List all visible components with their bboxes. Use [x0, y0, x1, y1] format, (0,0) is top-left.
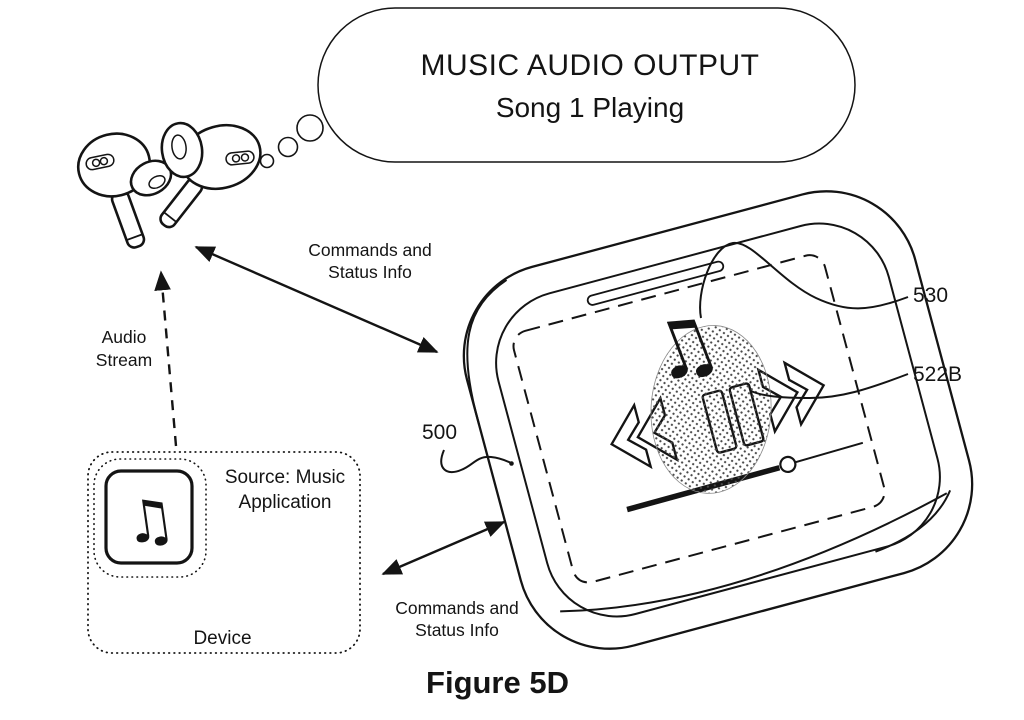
- speech-bubble-outline: [317, 7, 856, 163]
- earbuds-case-label-line-2: Status Info: [328, 262, 412, 282]
- earbuds-case-arrow: [194, 245, 439, 354]
- leader-500: [440, 449, 512, 474]
- earbud-right: [159, 121, 262, 229]
- case-lid-seam: [560, 492, 948, 613]
- earbud-right-opening: [171, 134, 187, 160]
- thought-dot-small: [259, 153, 275, 169]
- audio-stream-label-line-1: Audio: [101, 327, 147, 347]
- reference-numeral-530: 530: [913, 284, 949, 307]
- leader-500-dot: [509, 461, 514, 466]
- bubble-line-2: Song 1 Playing: [495, 92, 685, 123]
- case-front-face: [495, 222, 941, 618]
- speech-bubble: [259, 7, 856, 169]
- forward-chevron-2: [782, 360, 826, 428]
- source-label-line-2: Application: [238, 492, 332, 513]
- device-label: Device: [193, 628, 252, 649]
- earbuds-case-label-line-1: Commands and: [308, 240, 432, 260]
- source-label-line-1: Source: Music: [224, 467, 346, 488]
- device-case-label-line-1: Commands and: [395, 598, 519, 618]
- device-case-label-line-2: Status Info: [415, 620, 499, 640]
- device-box: ♫: [87, 451, 361, 654]
- earbud-left-stem-cut: [126, 233, 143, 241]
- earbud-left-vent-hole-2: [99, 156, 109, 166]
- earbud-right-vent-hole-2: [240, 153, 250, 162]
- earbud-left: [76, 132, 173, 249]
- connection-arrows: [154, 245, 506, 576]
- audio-stream-label-line-2: Stream: [95, 350, 153, 370]
- display-bezel-dashed: [512, 254, 886, 584]
- audio-stream-arrow: [154, 270, 178, 447]
- reference-numeral-500: 500: [422, 421, 458, 444]
- thought-dot-medium: [277, 136, 299, 158]
- figure-caption: Figure 5D: [426, 665, 569, 700]
- earbud-right-stem-cut: [163, 211, 178, 223]
- leader-522b: [750, 373, 909, 400]
- music-app-icon-frame: [104, 469, 194, 565]
- leader-530: [699, 241, 909, 319]
- case-chin-curve: [875, 489, 952, 553]
- case-hinge-slot: [586, 260, 725, 306]
- charging-case: ♫: [462, 190, 974, 650]
- reference-numeral-522b: 522B: [913, 363, 963, 386]
- earbuds: [76, 121, 262, 249]
- rewind-chevron-2: [610, 402, 653, 470]
- earbud-left-tip-opening: [148, 174, 166, 190]
- earbud-left-vent-hole-1: [91, 158, 101, 168]
- thought-dot-large: [296, 114, 324, 142]
- bubble-line-1: MUSIC AUDIO OUTPUT: [420, 49, 760, 82]
- case-depth-edge: [466, 279, 508, 425]
- music-app-note-icon: ♫: [119, 484, 180, 559]
- reference-leaders: [440, 241, 909, 474]
- earbud-right-vent-hole-1: [231, 154, 241, 163]
- device-case-arrow: [381, 520, 506, 576]
- progress-bar-remaining: [795, 441, 864, 464]
- progress-slider-knob: [779, 455, 797, 474]
- touch-contact-oval: [650, 325, 772, 494]
